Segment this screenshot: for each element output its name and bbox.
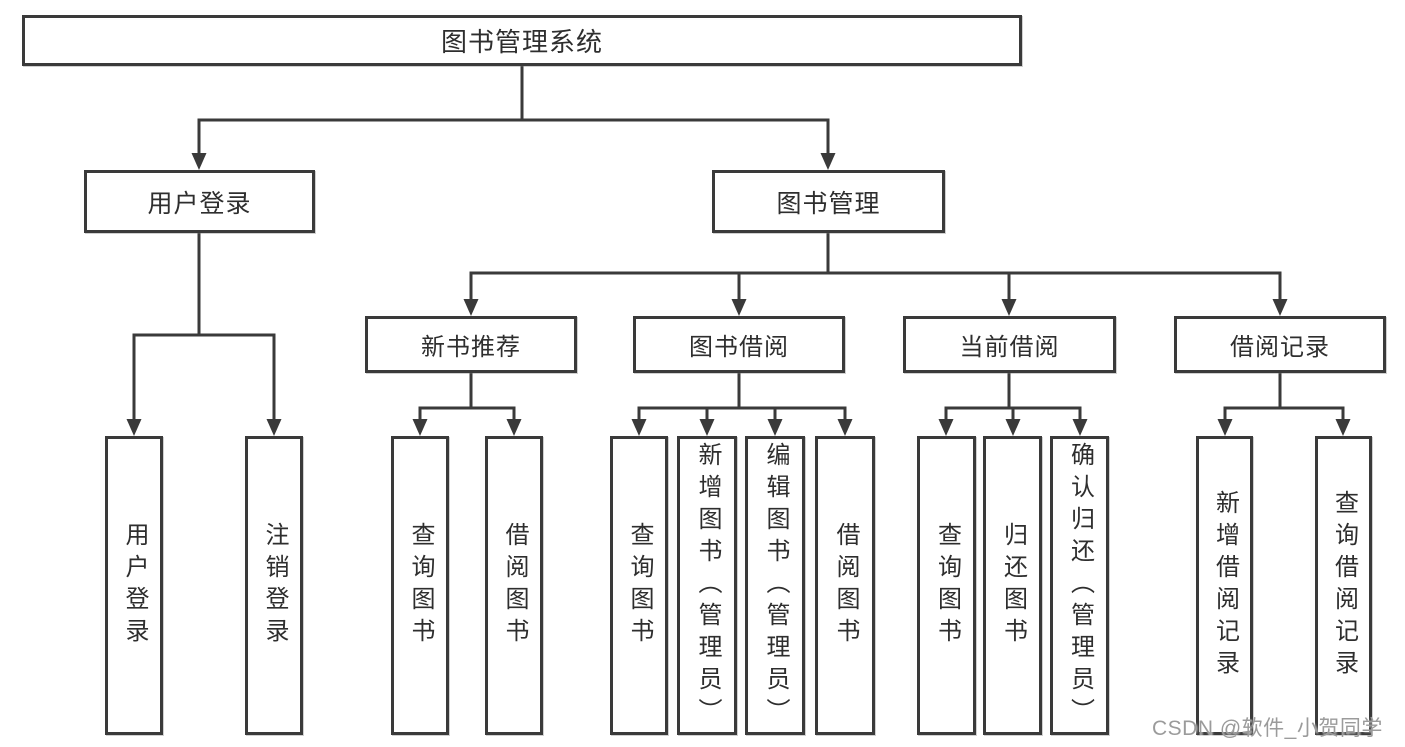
node-borrow-record: 借阅记录 [1174, 316, 1386, 373]
arrowhead [506, 419, 522, 436]
connector-book-borrow-split [631, 371, 853, 436]
arrowhead [820, 153, 836, 170]
arrowhead [266, 419, 282, 436]
leaf-borrow-books-recommend: 借阅图书 [485, 436, 543, 735]
leaf-query-borrow-record: 查询借阅记录 [1315, 436, 1372, 735]
node-book-borrow: 图书借阅 [633, 316, 845, 373]
arrowhead [126, 419, 142, 436]
leaf-user-login: 用户登录 [105, 436, 163, 735]
leaf-confirm-return-admin: 确认归还（管理员） [1050, 436, 1109, 735]
connector-borrow-record-split [1217, 371, 1351, 436]
node-user-login: 用户登录 [84, 170, 315, 233]
node-new-book-recommend: 新书推荐 [365, 316, 577, 373]
connector-new-book-split [412, 371, 522, 436]
node-book-management: 图书管理 [712, 170, 945, 233]
arrowhead [631, 419, 647, 436]
arrowhead [837, 419, 853, 436]
leaf-add-book-admin: 新增图书（管理员） [677, 436, 737, 735]
leaf-query-books-borrow: 查询图书 [610, 436, 668, 735]
leaf-query-books-current: 查询图书 [917, 436, 976, 735]
leaf-add-borrow-record: 新增借阅记录 [1196, 436, 1253, 735]
arrowhead [1272, 299, 1288, 316]
arrowhead [1005, 419, 1021, 436]
arrowhead [191, 153, 207, 170]
connector-current-borrow-split [938, 371, 1088, 436]
arrowhead [1217, 419, 1233, 436]
leaf-borrow-books: 借阅图书 [815, 436, 875, 735]
arrowhead [731, 299, 747, 316]
connector-book-mgmt-split [463, 231, 1288, 316]
connector-root-split [191, 64, 836, 170]
arrowhead [938, 419, 954, 436]
leaf-edit-book-admin: 编辑图书（管理员） [745, 436, 805, 735]
arrowhead [1072, 419, 1088, 436]
arrowhead [699, 419, 715, 436]
arrowhead [463, 299, 479, 316]
arrowhead [1001, 299, 1017, 316]
csdn-watermark: CSDN @软件_小贺同学 [1152, 717, 1383, 740]
node-current-borrow: 当前借阅 [903, 316, 1116, 373]
arrowhead [412, 419, 428, 436]
arrowhead [767, 419, 783, 436]
leaf-query-books-recommend: 查询图书 [391, 436, 449, 735]
connector-user-login-split [126, 231, 282, 436]
node-root: 图书管理系统 [22, 15, 1022, 66]
arrowhead [1335, 419, 1351, 436]
leaf-logout: 注销登录 [245, 436, 303, 735]
leaf-return-book: 归还图书 [983, 436, 1042, 735]
